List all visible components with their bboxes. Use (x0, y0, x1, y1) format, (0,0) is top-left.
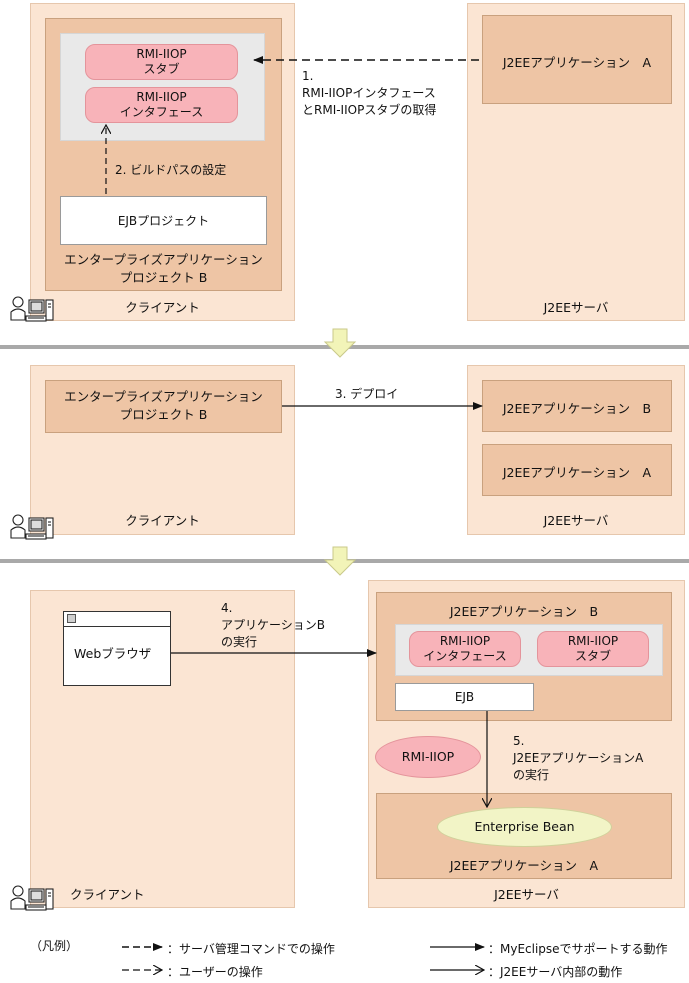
ear-project-label-2: エンタープライズアプリケーション プロジェクト B (64, 389, 263, 422)
server-label-2: J2EEサーバ (543, 513, 609, 528)
ejb-box: EJB (395, 683, 534, 711)
legend-server-cmd: ：サーバ管理コマンドでの操作 (167, 942, 335, 956)
ejb-project-box: EJBプロジェクト (60, 196, 267, 245)
ear-project-box-2 (45, 380, 282, 433)
client-label-2: クライアント (125, 513, 200, 528)
step1-label: 1. RMI-IIOPインタフェース とRMI-IIOPスタブの取得 (302, 69, 437, 117)
app-a-box-2 (482, 444, 672, 496)
rmi-stub-box-3: RMI-IIOP スタブ (537, 631, 649, 667)
app-a-label-2: J2EEアプリケーション A (502, 465, 652, 480)
down-arrow-icon-2 (323, 546, 357, 576)
step4-label: 4. アプリケーションB の実行 (221, 601, 325, 649)
browser-window (63, 611, 171, 686)
step2-label: 2. ビルドパスの設定 (115, 163, 227, 177)
browser-label: Webブラウザ (74, 646, 152, 661)
server-label-1: J2EEサーバ (543, 300, 609, 315)
down-arrow-icon (323, 328, 357, 358)
rmi-interface-box-1: RMI-IIOP インタフェース (85, 87, 238, 123)
user-computer-icon-3 (10, 885, 54, 911)
rmi-iiop-ellipse (375, 736, 481, 778)
enterprise-bean-ellipse (437, 807, 612, 847)
server-label-3: J2EEサーバ (494, 887, 559, 902)
browser-window-icon (67, 614, 76, 623)
rmi-interface-box-3: RMI-IIOP インタフェース (409, 631, 521, 667)
app-b-box-2 (482, 380, 672, 432)
client-label-1: クライアント (125, 300, 200, 315)
step3-label: 3. デプロイ (335, 387, 399, 401)
enterprise-bean-label: Enterprise Bean (474, 819, 575, 834)
rmi-stub-box-1: RMI-IIOP スタブ (85, 44, 238, 80)
legend-user-op: ：ユーザーの操作 (167, 965, 263, 979)
legend-internal: ：J2EEサーバ内部の動作 (488, 965, 623, 979)
step5-label: 5. J2EEアプリケーションA の実行 (513, 734, 644, 782)
app-b-label-2: J2EEアプリケーション B (502, 401, 652, 416)
app-a-box-1 (482, 15, 672, 104)
app-a-label-1: J2EEアプリケーション A (502, 55, 652, 70)
user-computer-icon (10, 296, 54, 322)
legend-myeclipse: ：MyEclipseでサポートする動作 (488, 942, 668, 956)
rmi-iiop-label: RMI-IIOP (401, 749, 455, 764)
browser-title-bar (64, 612, 170, 627)
ear-project-label-1: エンタープライズアプリケーション プロジェクト B (64, 252, 263, 285)
client-label-3: クライアント (70, 887, 145, 902)
app-b-label-3: J2EEアプリケーション B (449, 604, 599, 619)
app-a-label-3: J2EEアプリケーション A (449, 858, 599, 873)
user-computer-icon-2 (10, 514, 54, 540)
legend-title: （凡例） (30, 939, 79, 953)
